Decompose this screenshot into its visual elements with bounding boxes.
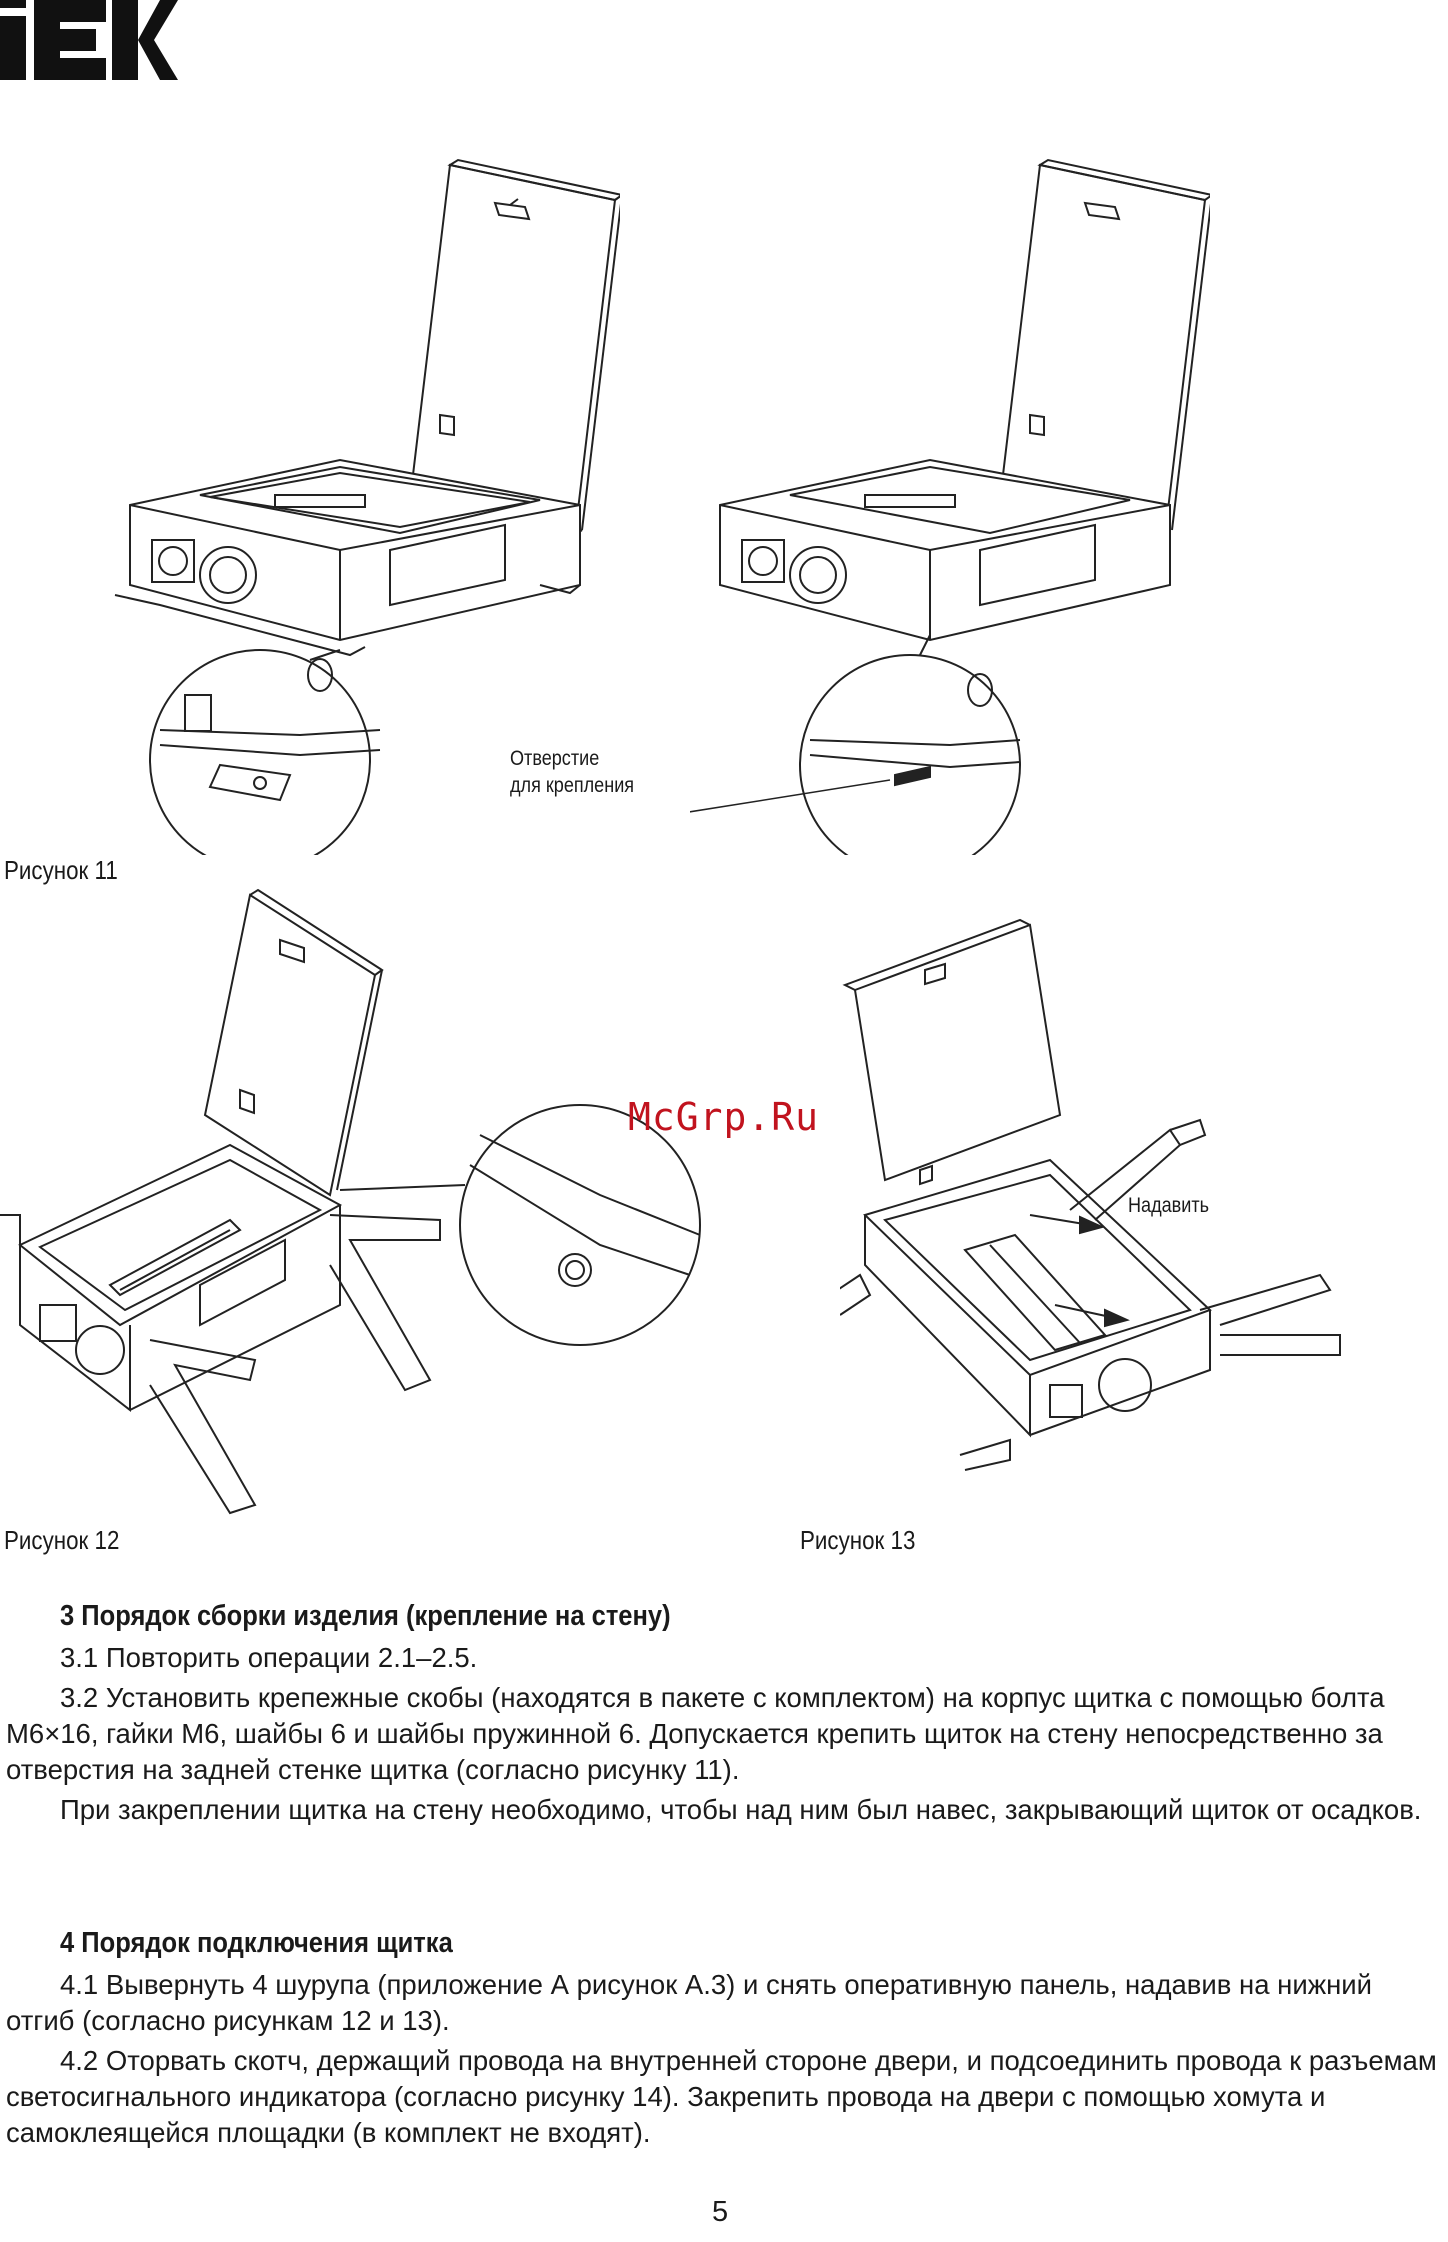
section-3-paragraph-3: При закреплении щитка на стену необходим…: [60, 1794, 1422, 1825]
figure-13-caption: Рисунок 13: [800, 1525, 916, 1555]
figure-13-drawing: [840, 918, 1341, 1471]
figure-12-drawing: [0, 888, 701, 1515]
section-3-heading: 3 Порядок сборки изделия (крепление на с…: [60, 1600, 671, 1632]
section-4-heading: 4 Порядок подключения щитка: [60, 1927, 453, 1959]
figure-11-right-drawing: [690, 158, 1210, 855]
watermark: McGrp.Ru: [628, 1095, 820, 1139]
section-4-paragraph-1: 4.1 Вывернуть 4 шурупа (приложение А рис…: [6, 1969, 1372, 2036]
page-number: 5: [712, 2196, 729, 2228]
section-3-paragraph-2: 3.2 Установить крепежные скобы (находятс…: [6, 1682, 1385, 1785]
section-3: 3 Порядок сборки изделия (крепление на с…: [6, 1598, 1438, 1828]
figure-11-callout-hole: Отверстие для крепления: [510, 747, 635, 797]
section-3-paragraph-1: 3.1 Повторить операции 2.1–2.5.: [60, 1642, 478, 1673]
figure-13-callout-press: Надавить: [1128, 1194, 1210, 1217]
figure-12-caption: Рисунок 12: [4, 1525, 120, 1555]
figure-11-left-drawing: [114, 158, 620, 855]
figure-11-caption: Рисунок 11: [4, 855, 118, 885]
iek-logo: [0, 0, 178, 80]
section-4-paragraph-2: 4.2 Оторвать скотч, держащий провода на …: [6, 2045, 1437, 2148]
section-4: 4 Порядок подключения щитка 4.1 Вывернут…: [6, 1925, 1438, 2151]
